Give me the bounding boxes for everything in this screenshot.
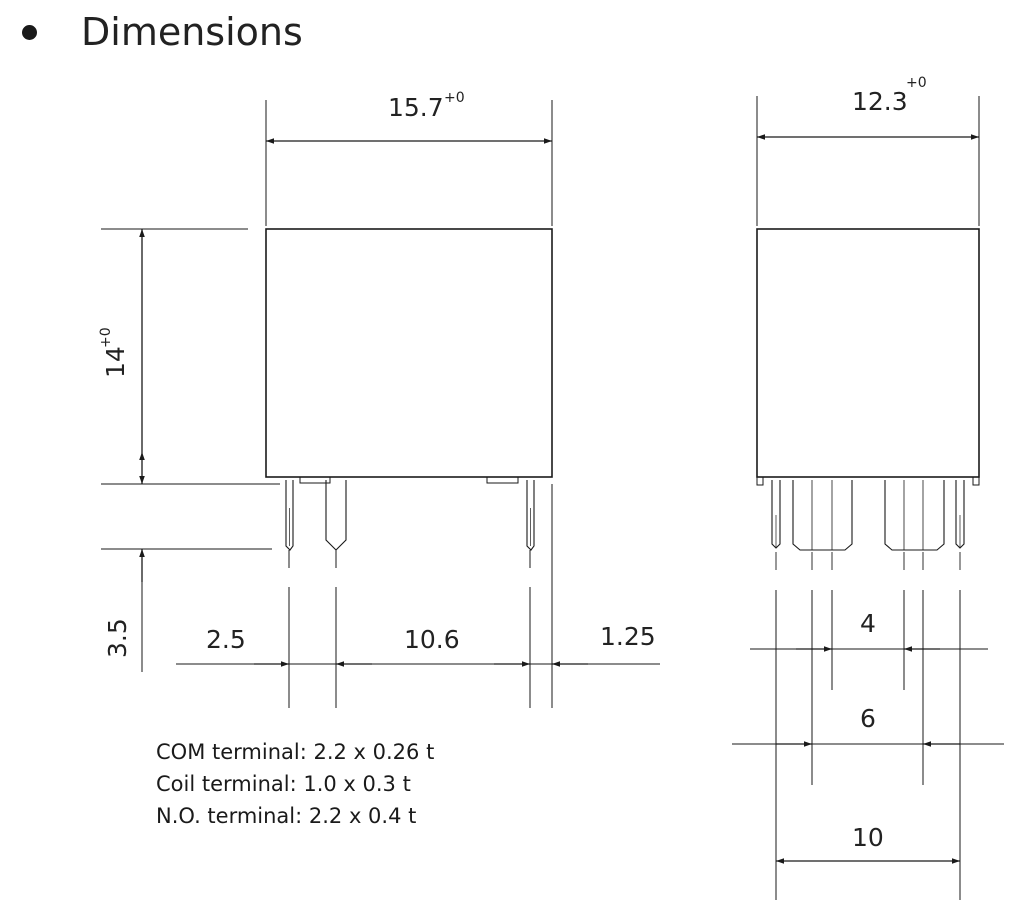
terminal-notes: COM terminal: 2.2 x 0.26 t Coil terminal… bbox=[156, 736, 434, 832]
side-pitch-mid-label: 6 bbox=[860, 704, 876, 733]
side-width-label: 12.3 bbox=[852, 87, 908, 116]
note-coil-terminal: Coil terminal: 1.0 x 0.3 t bbox=[156, 772, 411, 796]
note-no-terminal: N.O. terminal: 2.2 x 0.4 t bbox=[156, 804, 417, 828]
side-pins bbox=[771, 480, 965, 551]
side-relay-body bbox=[756, 228, 980, 478]
pitch-a-label: 2.5 bbox=[206, 625, 246, 654]
note-com-terminal: COM terminal: 2.2 x 0.26 t bbox=[156, 740, 435, 764]
front-relay-body bbox=[265, 228, 553, 478]
pitch-c-label: 1.25 bbox=[600, 622, 656, 651]
front-width-tolerance: +0 bbox=[444, 90, 465, 106]
front-height-label: 14 bbox=[101, 346, 130, 378]
side-pitch-inner-label: 4 bbox=[860, 609, 876, 638]
heading-title: Dimensions bbox=[81, 10, 303, 54]
front-pins bbox=[285, 480, 535, 551]
side-width-tolerance: +0 bbox=[906, 75, 927, 91]
pin-length-label: 3.5 bbox=[103, 618, 132, 658]
front-width-label: 15.7 bbox=[388, 93, 444, 122]
front-view bbox=[101, 100, 660, 708]
bullet-dot-icon bbox=[22, 24, 37, 40]
side-view bbox=[732, 96, 1004, 900]
front-height-tolerance: +0 bbox=[98, 327, 114, 348]
pitch-b-label: 10.6 bbox=[404, 625, 460, 654]
section-heading: Dimensions bbox=[22, 6, 303, 58]
side-pitch-outer-label: 10 bbox=[852, 823, 884, 852]
